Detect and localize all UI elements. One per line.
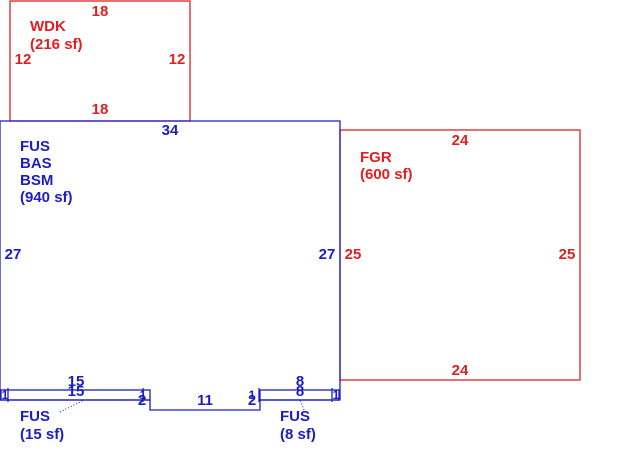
main-dim-notch-right: 2 [248, 392, 256, 409]
fus-left-dim-bottom: 15 [68, 383, 85, 400]
main-label-fus: FUS [20, 138, 50, 155]
main-label-bas: BAS [20, 155, 52, 172]
wdk-dim-bottom: 18 [92, 101, 109, 118]
main-area: 34 27 27 11 2 2 FUS BAS BSM (940 sf) [0, 120, 341, 411]
fus-right-outline [259, 389, 340, 401]
fus-right-dim-bottom: 8 [296, 383, 304, 400]
wdk-label: WDK [30, 18, 66, 35]
fus-left-area-value: (15 sf) [20, 426, 64, 443]
fgr-dim-bottom: 24 [452, 362, 469, 379]
wdk-area-value: (216 sf) [30, 36, 83, 53]
main-dim-right: 27 [319, 246, 336, 263]
wdk-area: 18 18 12 12 WDK (216 sf) [9, 0, 191, 122]
fus-left-area: 15 15 1 1 FUS (15 sf) [0, 373, 151, 443]
fus-right-area-value: (8 sf) [280, 426, 316, 443]
fgr-dim-top: 24 [452, 132, 469, 149]
fus-left-dim-left: 1 [2, 388, 9, 402]
fus-left-outline [0, 389, 151, 401]
fus-right-dim-right: 1 [333, 388, 340, 402]
fgr-area-value: (600 sf) [360, 166, 413, 183]
main-dim-left: 27 [5, 246, 22, 263]
fgr-dim-right: 25 [559, 246, 576, 263]
main-dim-notch-bottom: 11 [197, 392, 213, 409]
fus-left-dim-right: 1 [140, 388, 147, 402]
wdk-dim-top: 18 [92, 3, 109, 20]
fus-left-dim-top: 15 [68, 373, 85, 390]
fus-right-dim-left: 1 [249, 388, 256, 402]
fus-right-label: FUS [280, 408, 310, 425]
fus-right-dim-top: 8 [296, 373, 304, 390]
fgr-area: 24 24 25 25 FGR (600 sf) [339, 129, 581, 381]
main-label-bsm: BSM [20, 172, 53, 189]
fgr-dim-left: 25 [345, 246, 362, 263]
fus-left-label: FUS [20, 408, 50, 425]
main-dim-top: 34 [162, 122, 179, 139]
fus-right-area: 8 8 1 1 FUS (8 sf) [249, 373, 340, 443]
wdk-dim-right: 12 [169, 51, 186, 68]
main-area-value: (940 sf) [20, 189, 73, 206]
fgr-label: FGR [360, 149, 392, 166]
wdk-dim-left: 12 [15, 51, 32, 68]
fus-left-leader [59, 399, 85, 413]
